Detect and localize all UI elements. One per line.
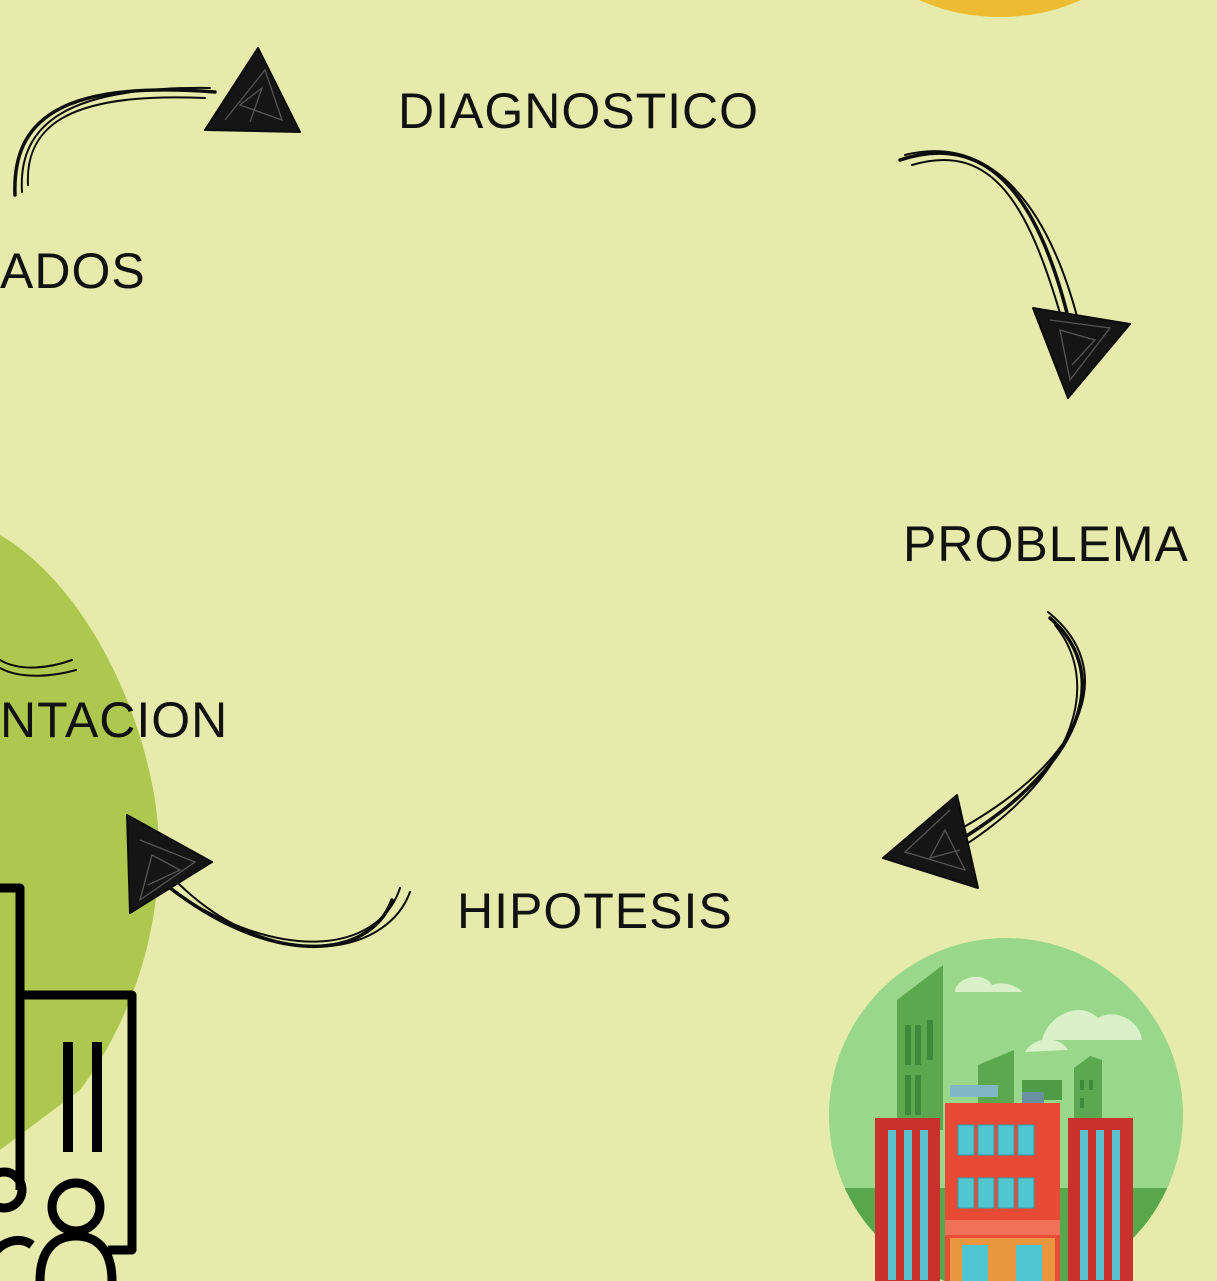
city-building-illustration bbox=[829, 938, 1183, 1281]
step-label-experimentacion: NTACION bbox=[0, 692, 229, 748]
sun-shape bbox=[919, 0, 1081, 17]
arrow-resultados-to-diagnostico bbox=[13, 47, 301, 197]
arrow-diagnostico-to-problema bbox=[898, 150, 1131, 399]
people-building-icon bbox=[0, 883, 137, 1281]
step-label-diagnostico: DIAGNOSTICO bbox=[398, 83, 760, 139]
arrow-hipotesis-to-experimentacion bbox=[126, 814, 411, 948]
arrow-experimentacion-to-resultados bbox=[0, 659, 77, 677]
arrow-problema-to-hipotesis bbox=[882, 611, 1086, 889]
step-label-hipotesis: HIPOTESIS bbox=[457, 883, 733, 939]
step-label-problema: PROBLEMA bbox=[903, 516, 1189, 572]
step-label-resultados: ADOS bbox=[0, 243, 146, 299]
